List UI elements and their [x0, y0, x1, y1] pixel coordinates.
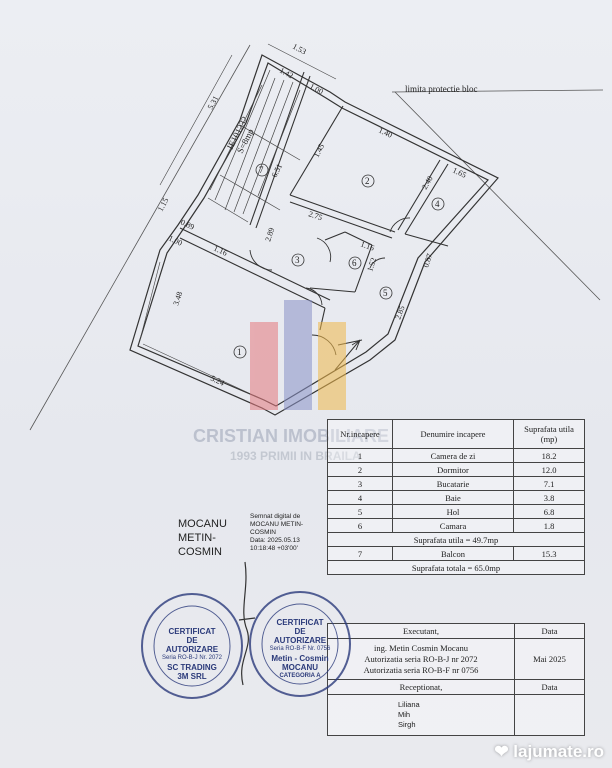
stamp-left-text: CERTIFICAT DE AUTORIZARE Seria RO-B-J Nr… [161, 627, 223, 681]
heart-icon: ❤ [494, 742, 514, 761]
stamp-right-text: CERTIFICAT DE AUTORIZARE Seria RO-B-F Nr… [269, 618, 331, 679]
dim-0-89: 0.89 [179, 218, 195, 232]
header-name: Denumire incapere [392, 419, 514, 449]
dim-1-00-left: 1.00 [167, 234, 183, 248]
dim-2-75: 2.75 [307, 209, 323, 222]
grand-total-row: Suprafata totala = 65.0mp [327, 560, 585, 575]
outer-walls [129, 54, 499, 416]
dim-6-51: 6.51 [270, 162, 284, 179]
header-nr: Nr.incapere [327, 419, 393, 449]
dim-1-00-top: 1.00 [308, 82, 325, 97]
dim-1-15: 1.15 [156, 196, 171, 213]
rooms-table-header: Nr.incapere Denumire incapere Suprafata … [327, 419, 585, 449]
dim-1-16-left: 1.16 [212, 244, 228, 258]
protection-label: limita protectie bloc [405, 84, 477, 94]
room-1-number: 1 [237, 347, 242, 357]
protection-line [391, 89, 604, 93]
dim-1-45: 1.45 [312, 142, 326, 159]
date-label: Data [514, 623, 585, 639]
room-markers: 1 2 3 4 5 6 7 [233, 163, 445, 359]
room-4-number: 4 [435, 199, 440, 209]
inner-walls [179, 71, 449, 331]
receptionat-label: Receptionat, [327, 679, 515, 695]
dim-1-53: 1.53 [291, 42, 308, 57]
dim-5-31: 5.31 [206, 94, 221, 111]
executant-label: Executant, [327, 623, 515, 639]
signer-name: MOCANU METIN- COSMIN [178, 518, 227, 558]
room-2-number: 2 [365, 176, 370, 186]
stamp-right [249, 591, 351, 697]
left-boundary [29, 44, 251, 431]
balcony-hatching [207, 69, 301, 223]
header-area: Suprafata utila (mp) [513, 419, 585, 449]
executant-details: ing. Metin Cosmin Mocanu Autorizatia ser… [327, 638, 515, 680]
dim-1-40: 1.40 [377, 126, 393, 140]
room-3-number: 3 [295, 255, 300, 265]
dim-2-89: 2.89 [263, 227, 276, 243]
dim-1-16-inner: 1.16 [359, 239, 375, 252]
dim-1-65: 1.65 [451, 166, 467, 180]
room-7-number: 7 [259, 165, 264, 175]
handwritten-signature [238, 561, 256, 686]
room-5-number: 5 [383, 288, 388, 298]
dim-2-85: 2.85 [393, 304, 406, 320]
date-label-2: Data [514, 679, 585, 695]
digital-signature-info: Semnat digital de MOCANU METIN- COSMIN D… [250, 513, 304, 552]
dim-3-48: 3.48 [171, 291, 184, 307]
dim-0-87: 0.87 [421, 253, 434, 269]
brand-logo[interactable]: ❤ lajumate.ro [494, 742, 604, 761]
dim-1-52: 1.52 [365, 257, 378, 273]
rooms-table: Nr.incapere Denumire incapere Suprafata … [327, 419, 585, 575]
protection-diagonal [394, 91, 601, 301]
stamp-left [141, 593, 243, 699]
executant-date: Mai 2025 [514, 638, 585, 680]
receiver-date [514, 694, 585, 736]
receiver-signature: Liliana Mih Sirgh [327, 694, 515, 736]
room-6-number: 6 [352, 258, 357, 268]
useful-total-row: Suprafata utila = 49.7mp [327, 532, 585, 547]
approval-table: Executant, Data ing. Metin Cosmin Mocanu… [327, 623, 585, 736]
